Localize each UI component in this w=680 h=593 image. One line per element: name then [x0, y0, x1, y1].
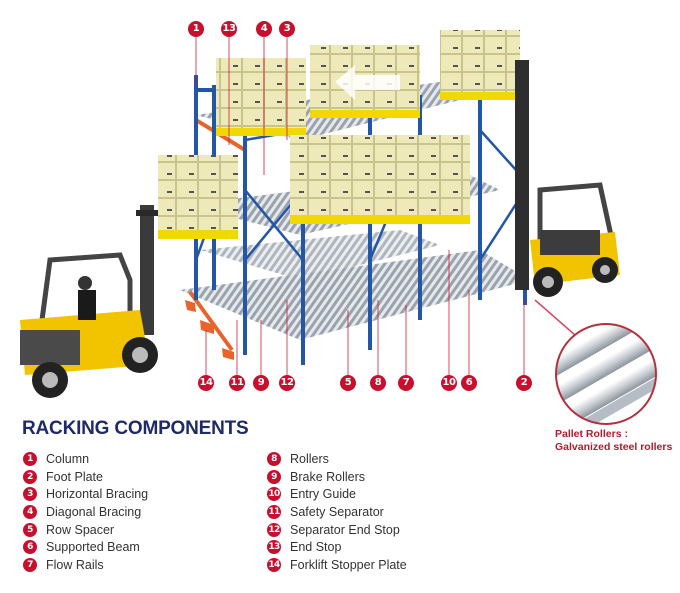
legend-item: 7 Flow Rails: [23, 556, 148, 574]
legend-title: RACKING COMPONENTS: [22, 418, 249, 439]
callout-badge-9: 9: [253, 375, 269, 391]
legend-item: 9 Brake Rollers: [267, 468, 407, 486]
callout-badge-3: 3: [279, 21, 295, 37]
legend-number-badge: 8: [267, 451, 281, 466]
legend-item: 14 Forklift Stopper Plate: [267, 556, 407, 574]
legend-item: 5 Row Spacer: [23, 521, 148, 539]
legend-item: 11 Safety Separator: [267, 503, 407, 521]
callout-badge-7: 7: [398, 375, 414, 391]
forklift-left: [20, 205, 158, 398]
legend-number-badge: 10: [267, 487, 281, 502]
callout-leaders: [195, 37, 576, 375]
callout-badge-10: 10: [441, 375, 457, 391]
legend-item: 6 Supported Beam: [23, 538, 148, 556]
legend-label: Entry Guide: [290, 487, 357, 502]
forklift-stopper-plates: [185, 300, 234, 360]
roller-inset: [555, 323, 657, 425]
legend-item: 8 Rollers: [267, 450, 407, 468]
callout-badge-4: 4: [256, 21, 272, 37]
legend-number-badge: 2: [23, 469, 37, 484]
legend-number-badge: 7: [23, 557, 37, 572]
callout-badge-1: 1: [188, 21, 204, 37]
legend-number-badge: 5: [23, 522, 37, 537]
callout-badge-12: 12: [279, 375, 295, 391]
legend-label: Safety Separator: [290, 504, 384, 519]
callout-badge-6: 6: [461, 375, 477, 391]
legend-label: Foot Plate: [46, 469, 103, 484]
legend-label: Rollers: [290, 451, 329, 466]
legend-item: 13 End Stop: [267, 538, 407, 556]
legend-item: 2 Foot Plate: [23, 468, 148, 486]
legend-item: 12 Separator End Stop: [267, 521, 407, 539]
legend-right: 8 Rollers 9 Brake Rollers 10 Entry Guide 11…: [267, 450, 407, 574]
flow-direction-arrow: [335, 65, 400, 100]
inset-caption: Pallet Rollers : Galvanized steel roller…: [555, 428, 672, 454]
legend-label: Separator End Stop: [290, 522, 400, 537]
legend-label: Forklift Stopper Plate: [290, 557, 407, 572]
legend-label: Diagonal Bracing: [46, 504, 142, 519]
legend-number-badge: 13: [267, 540, 281, 555]
legend-number-badge: 11: [267, 504, 281, 519]
callout-badge-14: 14: [198, 375, 214, 391]
legend-label: Brake Rollers: [290, 469, 366, 484]
pallet-loads: [158, 30, 520, 239]
callout-badge-8: 8: [370, 375, 386, 391]
legend-item: 3 Horizontal Bracing: [23, 485, 148, 503]
legend-number-badge: 4: [23, 504, 37, 519]
legend-label: Flow Rails: [46, 557, 104, 572]
legend-label: Column: [46, 451, 90, 466]
legend-item: 10 Entry Guide: [267, 485, 407, 503]
legend-number-badge: 9: [267, 469, 281, 484]
callout-badge-11: 11: [229, 375, 245, 391]
legend-item: 1 Column: [23, 450, 148, 468]
legend-number-badge: 1: [23, 451, 37, 466]
legend-item: 4 Diagonal Bracing: [23, 503, 148, 521]
legend-label: Horizontal Bracing: [46, 487, 149, 502]
inset-caption-line2: Galvanized steel rollers: [555, 441, 673, 453]
inset-caption-line1: Pallet Rollers :: [555, 428, 628, 440]
callout-badge-5: 5: [340, 375, 356, 391]
callout-badge-2: 2: [516, 375, 532, 391]
legend-number-badge: 6: [23, 540, 37, 555]
callout-badge-13: 13: [221, 21, 237, 37]
legend-number-badge: 3: [23, 487, 37, 502]
legend-label: End Stop: [290, 540, 342, 555]
legend-number-badge: 14: [267, 557, 281, 572]
forklift-right: [515, 60, 620, 297]
legend-number-badge: 12: [267, 522, 281, 537]
legend-label: Row Spacer: [46, 522, 115, 537]
legend-label: Supported Beam: [46, 540, 140, 555]
